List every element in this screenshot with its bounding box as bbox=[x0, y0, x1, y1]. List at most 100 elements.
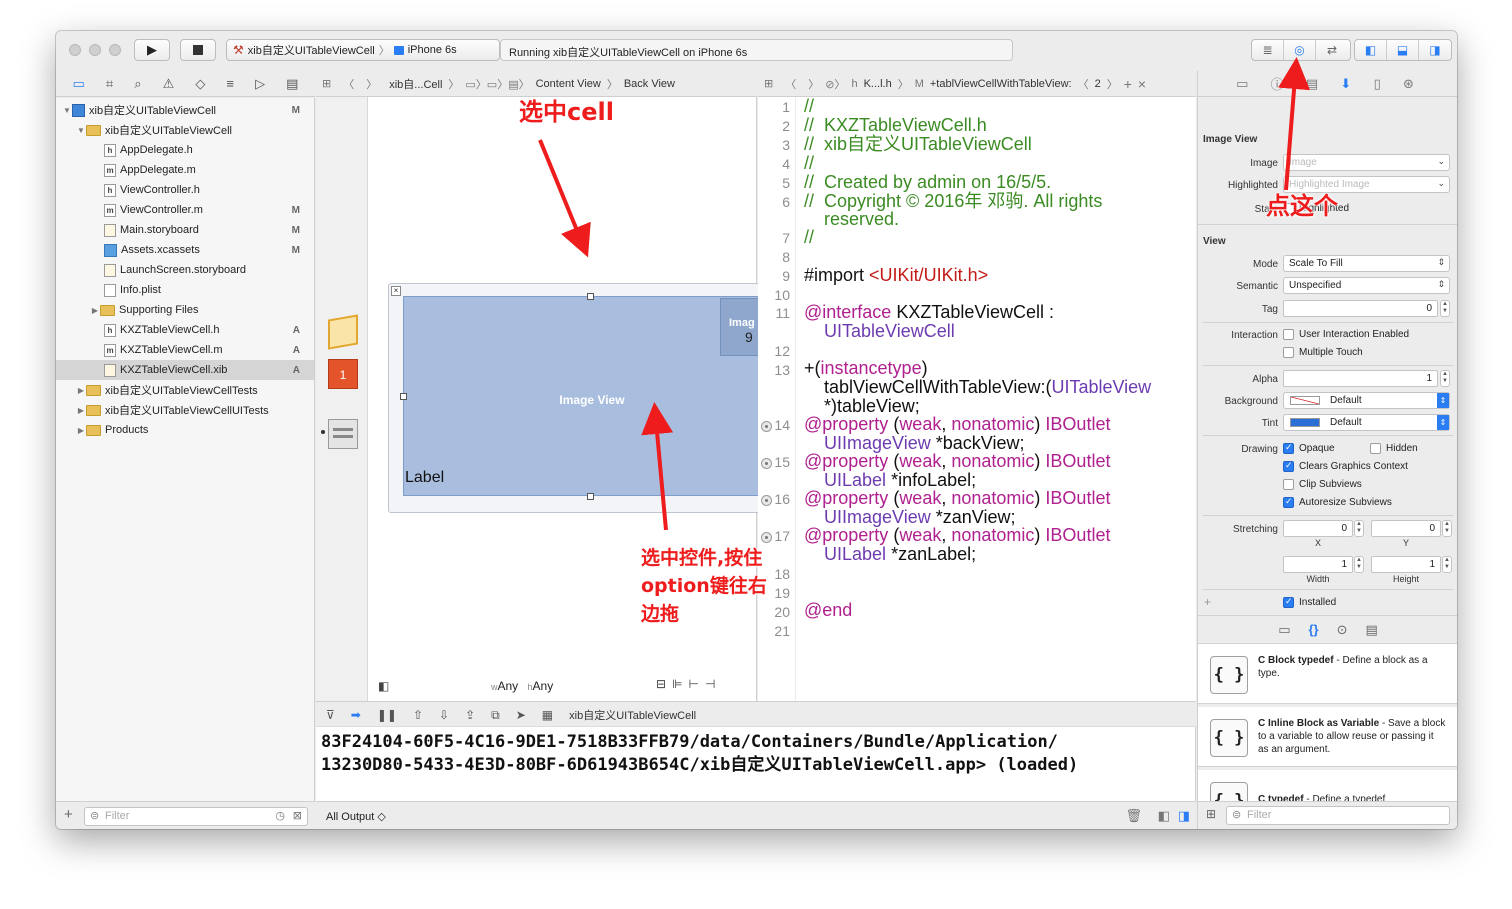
stretch-x-field[interactable]: 0 bbox=[1283, 520, 1353, 537]
forward-icon[interactable]: 〉 bbox=[1106, 78, 1118, 91]
disclosure-open-icon[interactable]: ▼ bbox=[63, 105, 71, 115]
tree-item-group[interactable]: ▶Products bbox=[56, 420, 314, 440]
identity-inspector-icon[interactable]: ▤ bbox=[1305, 75, 1319, 91]
background-color-select[interactable]: Default ⇕ bbox=[1283, 392, 1450, 409]
semantic-select[interactable]: Unspecified⇕ bbox=[1283, 277, 1450, 294]
disclosure-closed-icon[interactable]: ▶ bbox=[77, 385, 85, 395]
interface-builder-canvas[interactable]: 1 × Image View Label Imag 9 ◧ bbox=[316, 97, 780, 701]
add-variation-icon[interactable]: + bbox=[1204, 595, 1212, 609]
pin-icon[interactable]: ⊢ bbox=[688, 677, 705, 691]
back-icon[interactable]: 〈 bbox=[1077, 78, 1089, 91]
alpha-stepper[interactable]: ▲▼ bbox=[1440, 370, 1450, 387]
stretch-width-field[interactable]: 1 bbox=[1283, 556, 1353, 573]
media-library-icon[interactable]: ▤ bbox=[1365, 621, 1378, 637]
tree-item-group[interactable]: ▼xib自定义UITableViewCell bbox=[56, 120, 314, 140]
outline-toggle-icon[interactable]: ◧ bbox=[378, 679, 390, 693]
disclosure-closed-icon[interactable]: ▶ bbox=[77, 405, 85, 415]
forward-icon[interactable]: 〉 bbox=[808, 78, 820, 91]
tree-item-group[interactable]: ▶xib自定义UITableViewCellUITests bbox=[56, 400, 314, 420]
clip-subviews-checkbox[interactable] bbox=[1283, 479, 1294, 490]
project-navigator-icon[interactable]: ▭ bbox=[72, 75, 85, 91]
library-item[interactable]: { } C Inline Block as Variable - Save a … bbox=[1198, 707, 1457, 767]
debug-area-toggle-icon[interactable]: ⬓ bbox=[1387, 40, 1419, 60]
console-view-toggle-icon[interactable]: ◨ bbox=[1177, 808, 1190, 823]
code-snippet-library-icon[interactable]: {} bbox=[1308, 622, 1319, 637]
step-over-icon[interactable]: ⇧ bbox=[412, 708, 424, 722]
editor-mode-control[interactable]: ≣ ◎ ⇄ bbox=[1251, 39, 1351, 61]
navigator-filter-input[interactable]: ⊜ Filter ◷ ⊠ bbox=[84, 807, 308, 826]
tag-field[interactable]: 0 bbox=[1283, 300, 1438, 317]
content-mode-select[interactable]: Scale To Fill⇕ bbox=[1283, 255, 1450, 272]
utilities-toggle-icon[interactable]: ◨ bbox=[1429, 43, 1441, 57]
image-combobox[interactable]: Image⌄ bbox=[1283, 154, 1450, 171]
console-output[interactable]: 83F24104-60F5-4C16-9DE1-7518B33FFB79/dat… bbox=[316, 727, 1196, 801]
test-navigator-icon[interactable]: ◇ bbox=[195, 75, 206, 91]
xib-breadcrumb[interactable]: xib自...Cell bbox=[389, 78, 443, 91]
step-out-icon[interactable]: ⇪ bbox=[465, 708, 476, 722]
grid-view-icon[interactable]: ⊞ bbox=[1206, 807, 1217, 821]
stretch-x-stepper[interactable]: ▲▼ bbox=[1354, 520, 1364, 537]
tint-color-select[interactable]: Default ⇕ bbox=[1283, 414, 1450, 431]
stretch-height-stepper[interactable]: ▲▼ bbox=[1442, 556, 1452, 573]
standard-editor-icon[interactable]: ≣ bbox=[1252, 40, 1284, 60]
stretch-y-field[interactable]: 0 bbox=[1371, 520, 1441, 537]
file-inspector-icon[interactable]: ▭ bbox=[1236, 75, 1249, 91]
close-editor-icon[interactable]: × bbox=[1137, 75, 1147, 92]
alpha-field[interactable]: 1 bbox=[1283, 370, 1438, 387]
first-responder-icon[interactable]: 1 bbox=[328, 359, 358, 389]
stretch-width-stepper[interactable]: ▲▼ bbox=[1354, 556, 1364, 573]
info-label[interactable]: Label bbox=[405, 469, 445, 486]
size-inspector-icon[interactable]: ▯ bbox=[1373, 75, 1381, 91]
resize-handle[interactable] bbox=[587, 493, 594, 500]
autoresize-subviews-checkbox[interactable] bbox=[1283, 496, 1294, 508]
library-filter-input[interactable]: ⊜ Filter bbox=[1226, 806, 1450, 825]
outlet-connection-icon[interactable] bbox=[761, 495, 772, 506]
add-icon[interactable]: + bbox=[64, 806, 73, 823]
navigator-toggle-icon[interactable]: ◧ bbox=[1355, 40, 1387, 60]
resize-handle[interactable] bbox=[587, 293, 594, 300]
related-items-icon[interactable]: ⊞ bbox=[322, 78, 332, 90]
file-breadcrumb[interactable]: K...l.h bbox=[863, 77, 892, 90]
scm-filter-icon[interactable]: ⊠ bbox=[292, 810, 302, 822]
run-button[interactable]: ▶ bbox=[134, 39, 170, 61]
quick-help-icon[interactable]: ⓘ bbox=[1270, 77, 1284, 92]
symbol-navigator-icon[interactable]: ⌗ bbox=[105, 75, 114, 91]
outlet-connection-icon[interactable] bbox=[761, 532, 772, 543]
tag-stepper[interactable]: ▲▼ bbox=[1440, 300, 1450, 317]
highlighted-image-combobox[interactable]: Highlighted Image⌄ bbox=[1283, 176, 1450, 193]
variables-view-toggle-icon[interactable]: ◧ bbox=[1157, 808, 1170, 823]
output-selector[interactable]: All Output ◇ bbox=[326, 811, 386, 823]
attributes-inspector-icon[interactable]: ⬇ bbox=[1340, 75, 1352, 91]
size-class-control[interactable]: wAny hAny bbox=[491, 679, 554, 693]
hidden-checkbox[interactable] bbox=[1370, 443, 1381, 454]
table-view-cell[interactable]: × Image View Label Imag 9 bbox=[388, 283, 780, 513]
close-icon[interactable]: × bbox=[391, 286, 401, 296]
outlet-connection-icon[interactable] bbox=[761, 458, 772, 469]
add-editor-icon[interactable]: + bbox=[1123, 75, 1132, 92]
breakpoints-toggle-icon[interactable]: ➡ bbox=[350, 708, 361, 722]
library-item[interactable]: { } C Block typedef - Define a block as … bbox=[1198, 644, 1457, 704]
report-navigator-icon[interactable]: ▤ bbox=[286, 75, 299, 91]
scheme-selector[interactable]: ⚒ xib自定义UITableViewCell 〉 iPhone 6s bbox=[226, 39, 500, 61]
stop-button[interactable] bbox=[180, 39, 216, 61]
back-icon[interactable]: 〈 bbox=[785, 78, 797, 91]
step-into-icon[interactable]: ⇩ bbox=[439, 708, 450, 722]
tree-item-group[interactable]: ▶xib自定义UITableViewCellTests bbox=[56, 380, 314, 400]
back-view-breadcrumb[interactable]: Back View bbox=[623, 77, 675, 90]
view-hierarchy-icon[interactable]: ⧉ bbox=[491, 707, 500, 722]
related-items-icon[interactable]: ⊞ bbox=[764, 78, 774, 90]
files-owner-icon[interactable] bbox=[328, 314, 358, 350]
minimize-window-button[interactable] bbox=[89, 44, 101, 56]
zoom-window-button[interactable] bbox=[109, 44, 121, 56]
location-icon[interactable]: ➤ bbox=[515, 708, 526, 722]
assistant-editor-icon[interactable]: ◎ bbox=[1284, 40, 1316, 60]
breakpoint-navigator-icon[interactable]: ▷ bbox=[255, 75, 266, 91]
user-interaction-checkbox[interactable] bbox=[1283, 329, 1294, 340]
stretch-y-stepper[interactable]: ▲▼ bbox=[1442, 520, 1452, 537]
